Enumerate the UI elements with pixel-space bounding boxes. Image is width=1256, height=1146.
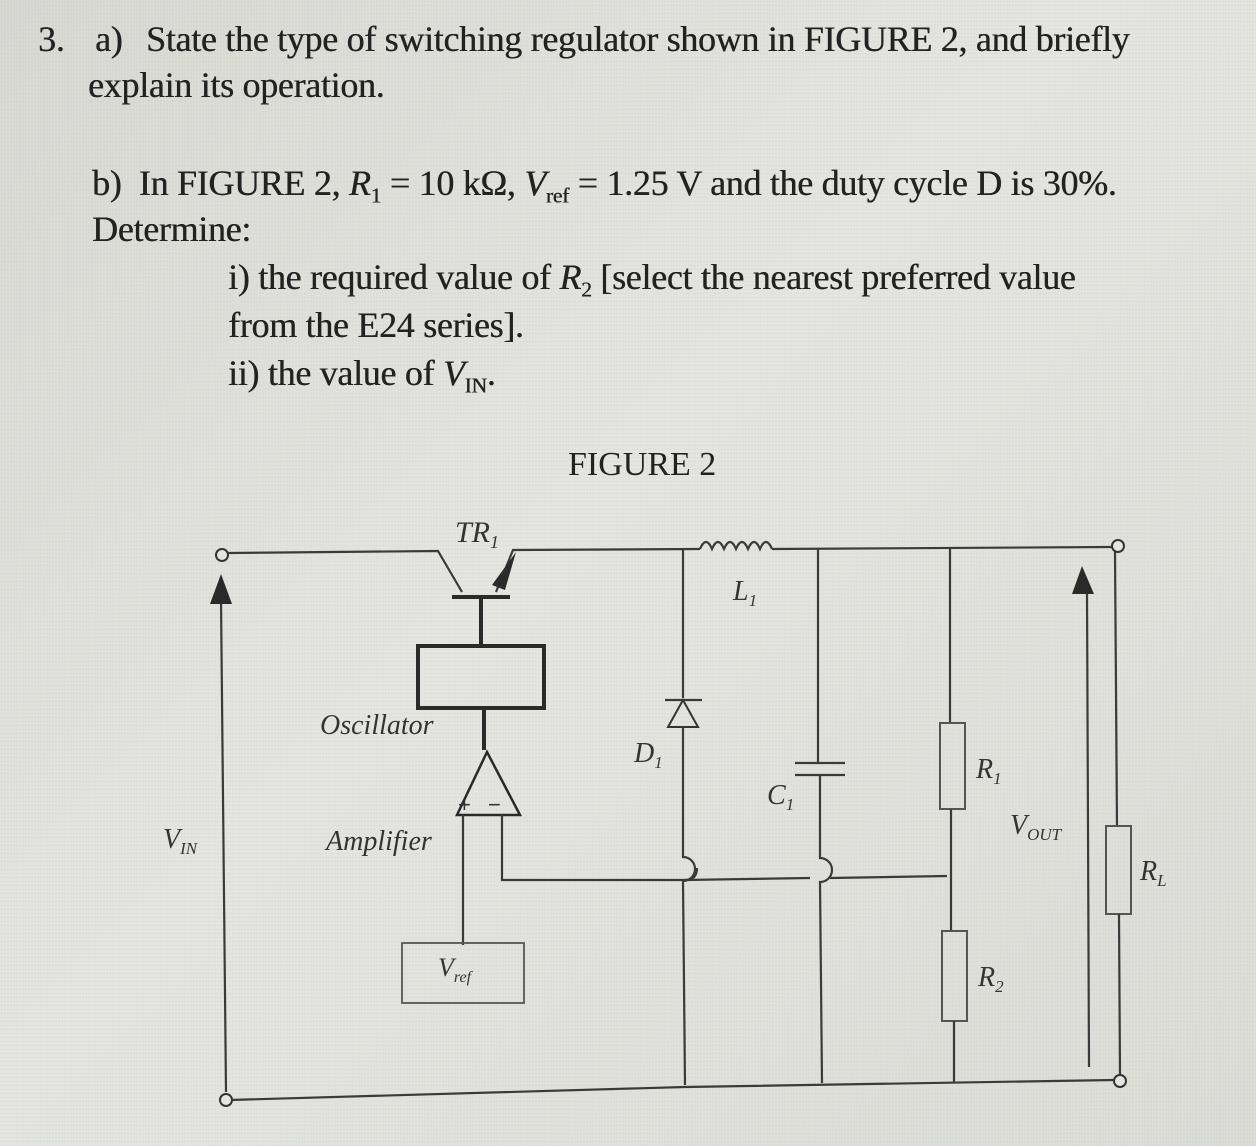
amplifier-label: Amplifier: [324, 826, 432, 857]
vout-top-terminal: [1111, 539, 1125, 553]
r2-subscript: 2: [581, 277, 592, 302]
wire-rl-bottom: [1117, 913, 1122, 1076]
vin-arrow-head: [210, 574, 232, 604]
subquestion-ii: ii) the value of VIN.: [228, 352, 496, 399]
amp-minus-label: −: [488, 792, 501, 817]
vref-subscript: ref: [545, 183, 569, 208]
vout-bottom-terminal: [1113, 1074, 1127, 1088]
subq-i-post: [select the nearest preferred value: [591, 257, 1076, 297]
amp-plus-label: +: [458, 792, 471, 817]
oscillator-block: [416, 644, 546, 710]
ground-rail: [229, 1078, 1115, 1102]
part-b-label: b): [92, 163, 122, 203]
d1-label: D1: [633, 738, 663, 772]
resistor-rl: [1105, 825, 1132, 915]
resistor-r1: [939, 722, 966, 810]
r1-value: = 10 kΩ,: [381, 163, 516, 203]
l1-label: L1: [732, 576, 757, 610]
determine-label: Determine:: [92, 209, 251, 249]
inductor-l1: [698, 540, 774, 552]
wire-top-output: [771, 545, 1113, 551]
vref-value: = 1.25 V and the duty cycle D is 30%.: [568, 163, 1117, 203]
wire-vin-collector: [227, 549, 463, 593]
vin-arrow-line: [219, 599, 228, 1093]
vin-top-terminal: [215, 548, 229, 562]
vref-symbol: V: [524, 163, 546, 203]
wire-rl-top: [1113, 551, 1119, 828]
vin-subscript: IN: [464, 373, 487, 398]
part-a-label: a): [95, 19, 123, 59]
r1-subscript: 1: [370, 183, 382, 208]
part-a-line1: State the type of switching regulator sh…: [146, 19, 1130, 59]
part-a-line2: explain its operation.: [88, 65, 385, 105]
vout-label: VOUT: [1010, 810, 1063, 844]
oscillator-label: Oscillator: [320, 710, 434, 741]
subquestion-i-line1: i) the required value of R2 [select the …: [228, 256, 1076, 303]
part-b-intro: b) In FIGURE 2, R1 = 10 kΩ, Vref = 1.25 …: [92, 162, 1117, 209]
subq-ii-post: .: [486, 353, 496, 393]
diode-d1: [666, 697, 700, 728]
vref-label: Vref: [438, 953, 474, 986]
vin-symbol: V: [442, 353, 465, 393]
resistor-r2: [941, 930, 968, 1022]
amplifier-symbol: [455, 749, 523, 817]
wire-feedback: [684, 874, 948, 882]
vout-arrow-head: [1072, 566, 1094, 594]
subq-i-pre: i) the required value of: [228, 257, 560, 297]
wire-diode-ground: [681, 727, 697, 1086]
c1-label: C1: [767, 780, 794, 814]
vin-bottom-terminal: [219, 1093, 233, 1107]
r2-label: R2: [977, 962, 1004, 996]
vout-arrow-line: [1085, 589, 1091, 1068]
tr1-label: TR1: [455, 516, 499, 552]
r2-symbol: R: [559, 257, 582, 297]
vin-label: VIN: [163, 824, 199, 858]
question-number: 3.: [38, 19, 65, 59]
figure-caption: FIGURE 2: [568, 446, 717, 483]
subquestion-i-line2: from the E24 series].: [228, 305, 524, 345]
r1-symbol: R: [348, 163, 371, 203]
part-b-intro-pre: In FIGURE 2,: [138, 163, 341, 203]
wire-cap-ground: [818, 775, 834, 1084]
rl-label: RL: [1139, 856, 1167, 890]
wire-emitter: [494, 547, 701, 593]
vref-source-box: [401, 942, 525, 1004]
wire-amp-minus-feedback: [500, 815, 685, 882]
r1-label: R1: [975, 754, 1002, 788]
tr1-emitter-arrow: [492, 552, 516, 590]
subq-ii-pre: ii) the value of: [228, 353, 443, 393]
